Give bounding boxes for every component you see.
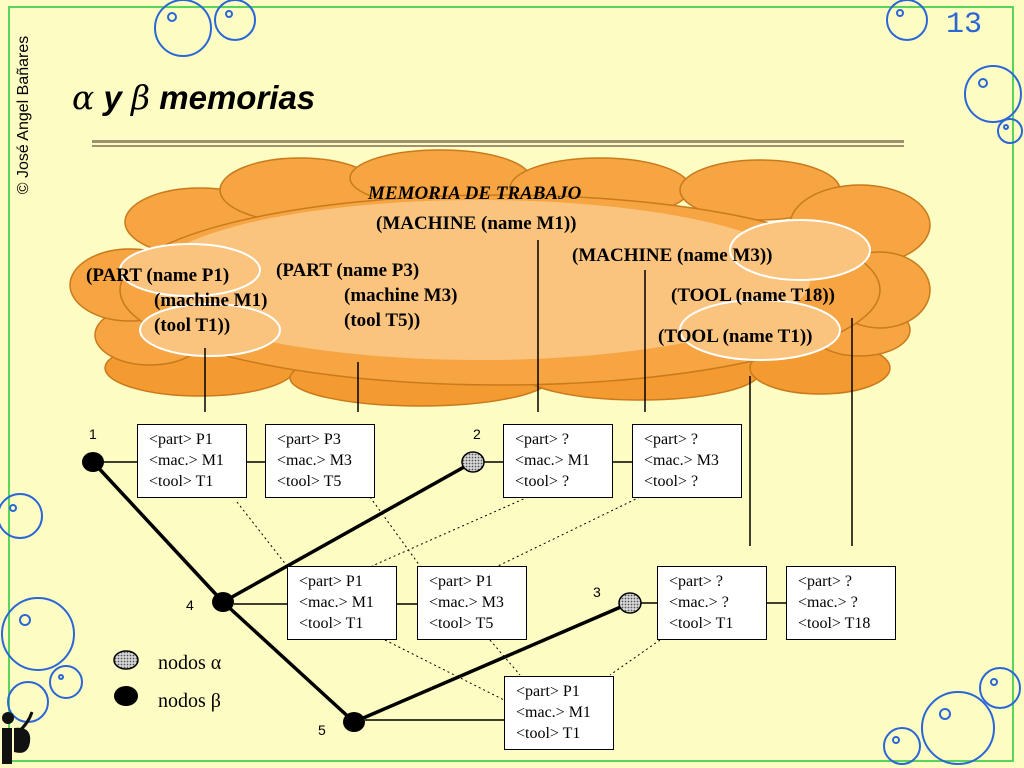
box-line: <part> P1 <box>516 683 580 700</box>
node-label-2: 2 <box>473 426 481 442</box>
title-mid: y <box>94 79 131 116</box>
node-label-5: 5 <box>318 722 326 738</box>
wme-connectors <box>204 240 853 546</box>
alpha-memory-box-5: <part> ? <mac.> ? <tool> T1 <box>657 566 767 640</box>
box-line: <tool> ? <box>644 473 699 490</box>
title-beta: β <box>131 78 151 117</box>
wme-part-p3-line1: (PART (name P3) <box>276 260 420 281</box>
node-label-4: 4 <box>186 597 194 613</box>
wme-part-p3-line3: (tool T5)) <box>344 310 421 331</box>
legend-beta-nodes: nodos β <box>158 690 221 712</box>
box-line: <part> ? <box>798 573 853 590</box>
network-nodes <box>82 451 642 732</box>
node-label-3: 3 <box>593 584 601 600</box>
box-line: <part> ? <box>515 431 570 448</box>
dotted-links <box>236 496 661 701</box>
box-line: <tool> T1 <box>516 725 581 742</box>
box-line: <part> P1 <box>429 573 493 590</box>
wme-part-p3-line2: (machine M3) <box>344 285 458 306</box>
node-label-1: 1 <box>89 426 97 442</box>
wme-part-p1-line3: (tool T1)) <box>154 315 231 336</box>
wme-machine-m3: (MACHINE (name M3)) <box>572 245 773 266</box>
box-line: <mac.> M3 <box>277 452 352 469</box>
beta-memory-box-1: <part> P1 <mac.> M1 <tool> T1 <box>287 566 397 640</box>
alpha-memory-box-1: <part> P1 <mac.> M1 <tool> T1 <box>137 424 247 498</box>
box-line: <tool> T1 <box>149 473 214 490</box>
box-line: <mac.> M3 <box>644 452 719 469</box>
network-edges <box>91 460 786 724</box>
box-line: <mac.> ? <box>798 594 858 611</box>
alpha-memory-box-3: <part> ? <mac.> M1 <tool> ? <box>503 424 613 498</box>
box-line: <part> P3 <box>277 431 341 448</box>
working-memory-title: MEMORIA DE TRABAJO <box>368 183 582 204</box>
box-line: <part> P1 <box>299 573 363 590</box>
beta-memory-box-3: <part> P1 <mac.> M1 <tool> T1 <box>504 676 614 750</box>
copyright-notice: © José Angel Bañares <box>15 35 32 195</box>
box-line: <tool> ? <box>515 473 570 490</box>
title-rule-second <box>92 145 904 147</box>
alpha-memory-box-2: <part> P3 <mac.> M3 <tool> T5 <box>265 424 375 498</box>
box-line: <mac.> M3 <box>429 594 504 611</box>
wme-machine-m1: (MACHINE (name M1)) <box>376 213 577 234</box>
wme-tool-t18: (TOOL (name T18)) <box>671 285 835 306</box>
slide-frame <box>8 6 1014 762</box>
box-line: <tool> T5 <box>277 473 342 490</box>
wme-part-p1-line1: (PART (name P1) <box>86 265 230 286</box>
box-line: <mac.> M1 <box>515 452 590 469</box>
box-line: <part> ? <box>644 431 699 448</box>
slide-title: α y β memorias <box>72 78 315 117</box>
title-rule <box>92 140 904 143</box>
wme-tool-t1: (TOOL (name T1)) <box>658 326 813 347</box>
box-line: <tool> T1 <box>299 615 364 632</box>
box-line: <tool> T5 <box>429 615 494 632</box>
box-line: <mac.> ? <box>669 594 729 611</box>
box-line: <mac.> M1 <box>299 594 374 611</box>
alpha-memory-box-6: <part> ? <mac.> ? <tool> T18 <box>786 566 896 640</box>
title-alpha: α <box>72 78 95 117</box>
box-line: <part> ? <box>669 573 724 590</box>
legend-alpha-nodes: nodos α <box>158 652 222 674</box>
alpha-memory-box-4: <part> ? <mac.> M3 <tool> ? <box>632 424 742 498</box>
page-number: 13 <box>946 8 983 42</box>
box-line: <mac.> M1 <box>149 452 224 469</box>
wme-part-p1-line2: (machine M1) <box>154 290 268 311</box>
logo-mark <box>2 711 34 764</box>
title-rest: memorias <box>150 79 316 116</box>
beta-memory-box-2: <part> P1 <mac.> M3 <tool> T5 <box>417 566 527 640</box>
box-line: <mac.> M1 <box>516 704 591 721</box>
box-line: <tool> T1 <box>669 615 734 632</box>
box-line: <tool> T18 <box>798 615 871 632</box>
box-line: <part> P1 <box>149 431 213 448</box>
